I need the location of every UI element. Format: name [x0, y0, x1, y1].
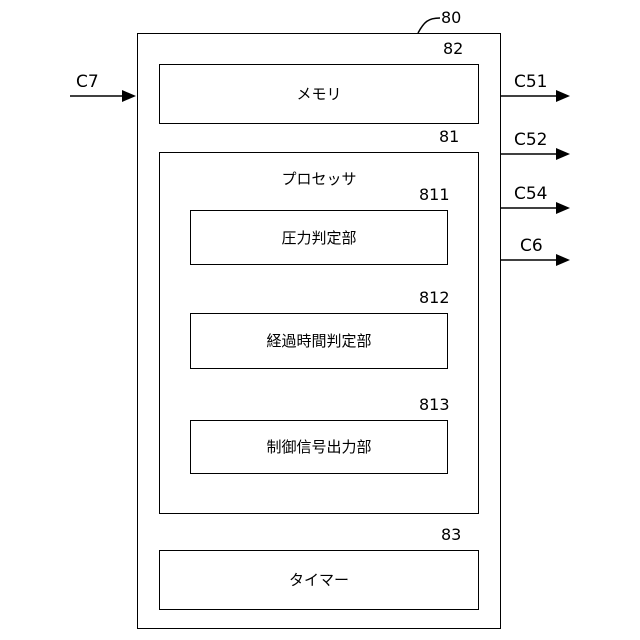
ref-813: 813 — [419, 396, 450, 414]
elapsed-time-judgment-unit: 経過時間判定部 — [190, 313, 448, 369]
input-signal-label: C7 — [76, 72, 99, 92]
input-arrowhead — [122, 90, 136, 102]
control-signal-output-label: 制御信号出力部 — [191, 438, 447, 456]
memory-label: メモリ — [160, 85, 478, 103]
elapsed-time-judgment-label: 経過時間判定部 — [191, 332, 447, 350]
ref-83: 83 — [441, 526, 461, 544]
output-arrowhead — [556, 202, 570, 214]
output-signal-label: C51 — [514, 72, 548, 92]
control-signal-output-unit: 制御信号出力部 — [190, 420, 448, 474]
pressure-judgment-unit: 圧力判定部 — [190, 210, 448, 265]
timer-label: タイマー — [160, 571, 478, 589]
output-signal-label: C54 — [514, 184, 548, 204]
leader-80 — [418, 18, 440, 33]
ref-812: 812 — [419, 289, 450, 307]
ref-82: 82 — [443, 40, 463, 58]
output-arrowhead — [556, 148, 570, 160]
ref-81: 81 — [439, 128, 459, 146]
memory-block: メモリ — [159, 64, 479, 124]
timer-block: タイマー — [159, 550, 479, 610]
output-arrowhead — [556, 90, 570, 102]
pressure-judgment-label: 圧力判定部 — [191, 229, 447, 247]
ref-811: 811 — [419, 186, 450, 204]
ref-80: 80 — [441, 9, 461, 27]
output-arrowhead — [556, 254, 570, 266]
output-signal-label: C6 — [520, 236, 543, 256]
output-signal-label: C52 — [514, 130, 548, 150]
